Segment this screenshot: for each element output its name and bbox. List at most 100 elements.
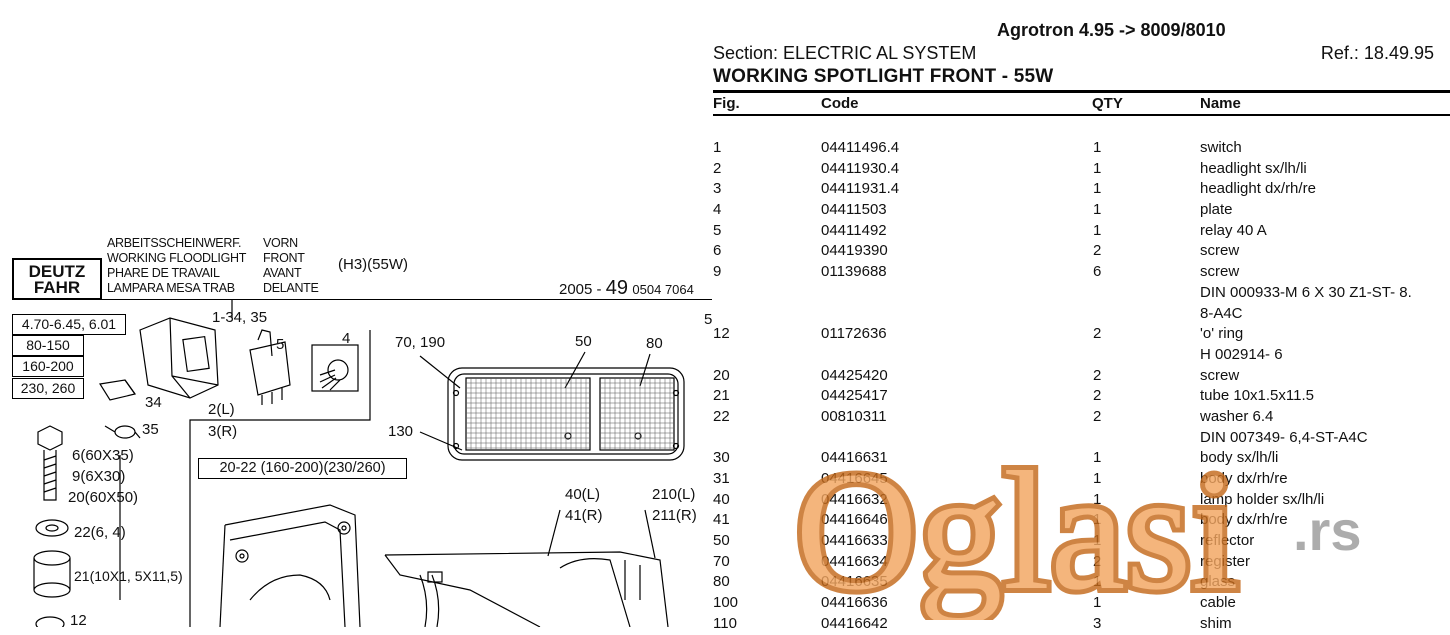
name-de: ARBEITSSCHEINWERF.	[107, 236, 242, 250]
code-cell: 04411931.4	[821, 180, 900, 198]
fig-cell: 80	[713, 573, 730, 591]
name-cell: headlight dx/rh/re	[1200, 180, 1316, 198]
qty-cell: 1	[1093, 532, 1102, 550]
name-en: WORKING FLOODLIGHT	[107, 251, 247, 265]
fig-cell: 21	[713, 387, 730, 405]
part-title: WORKING SPOTLIGHT FRONT - 55W	[713, 66, 1054, 87]
section-label: Section: ELECTRIC AL SYSTEM	[713, 43, 977, 63]
drawing-number: 2005 - 49 0504 7064	[559, 277, 694, 299]
qty-cell: 2	[1093, 552, 1102, 570]
code-cell: 04416634	[821, 552, 888, 570]
range-box: 20-22 (160-200)(230/260)	[198, 458, 407, 479]
callout-9: 9(6X30)	[72, 468, 126, 485]
callout-2: 2(L)	[208, 401, 235, 418]
callout-211: 211(R)	[652, 507, 697, 524]
name-cell: glass	[1200, 573, 1236, 591]
table-row: DIN 007349- 6,4-ST-A4C	[713, 428, 1450, 449]
name-cell: tube 10x1.5x11.5	[1200, 387, 1314, 405]
callout-12: 12	[70, 612, 87, 629]
name-cell: washer 6.4	[1200, 407, 1274, 425]
qty-cell: 2	[1093, 366, 1102, 384]
callout-35: 35	[142, 421, 159, 438]
name-cell: lamp holder sx/lh/li	[1200, 490, 1325, 508]
callout-20: 20(60X50)	[68, 489, 139, 506]
code-cell: 04425420	[821, 366, 888, 384]
name-cell: switch	[1200, 139, 1242, 156]
name-cell: 'o' ring	[1200, 325, 1244, 343]
code-cell: 04416645	[821, 470, 888, 487]
name-cell: screw	[1200, 263, 1240, 281]
code-cell: 04416632	[821, 490, 888, 508]
pos-es: DELANTE	[263, 281, 319, 295]
callout-50: 50	[575, 333, 592, 350]
model-title: Agrotron 4.95 -> 8009/8010	[997, 20, 1226, 40]
qty-cell: 1	[1093, 470, 1102, 487]
qty-cell: 1	[1093, 159, 1102, 177]
col-fig-header: Fig.	[713, 95, 740, 112]
name-cell: plate	[1200, 201, 1233, 219]
name-cell: body dx/rh/re	[1200, 470, 1288, 487]
callout-4: 4	[342, 330, 351, 347]
code-cell: 04411930.4	[821, 159, 900, 177]
name-cell: DIN 000933-M 6 X 30 Z1-ST- 8.	[1200, 283, 1412, 301]
fig-cell: 3	[713, 180, 722, 198]
fig-cell: 1	[713, 139, 722, 156]
qty-cell: 3	[1093, 614, 1102, 632]
name-cell: DIN 007349- 6,4-ST-A4C	[1200, 428, 1368, 446]
qty-cell: 1	[1093, 449, 1102, 467]
table-row: 70 04416634 2 register	[713, 552, 1450, 573]
code-cell: 04411503	[821, 201, 887, 219]
drawing-lineart	[33, 300, 685, 627]
qty-cell: 1	[1093, 573, 1102, 591]
name-cell: relay 40 A	[1200, 221, 1267, 239]
fig-cell: 40	[713, 490, 730, 508]
code-cell: 01172636	[821, 325, 887, 343]
callout-40: 40(L)	[565, 486, 601, 503]
exploded-drawing: DEUTZ FAHR ARBEITSSCHEINWERF. WORKING FL…	[0, 0, 720, 629]
code-cell: 04416646	[821, 511, 888, 529]
name-fr: PHARE DE TRAVAIL	[107, 266, 220, 280]
name-cell: 8-A4C	[1200, 304, 1243, 322]
fig-cell: 22	[713, 407, 730, 425]
name-cell: register	[1200, 552, 1251, 570]
header-rule	[713, 90, 1450, 93]
col-qty-header: QTY	[1092, 95, 1123, 112]
fig-cell: 100	[713, 594, 739, 612]
callout-41: 41(R)	[565, 507, 603, 524]
drawing-no-mid: 49	[605, 277, 628, 299]
table-row: 21 04425417 2 tube 10x1.5x11.5	[713, 386, 1450, 407]
callout-130: 130	[388, 423, 414, 440]
qty-cell: 1	[1093, 594, 1102, 612]
table-row: DIN 000933-M 6 X 30 Z1-ST- 8.	[713, 283, 1450, 304]
col-name-header: Name	[1200, 95, 1241, 112]
qty-cell: 1	[1093, 201, 1102, 219]
name-cell: cable	[1200, 594, 1236, 612]
code-cell: 04425417	[821, 387, 888, 405]
qty-cell: 2	[1093, 407, 1102, 425]
callout-210: 210(L)	[652, 486, 696, 503]
pos-fr: AVANT	[263, 266, 302, 280]
fig-cell: 70	[713, 552, 730, 570]
qty-cell: 2	[1093, 387, 1102, 405]
pos-en: FRONT	[263, 251, 305, 265]
callout-34: 34	[145, 394, 162, 411]
column-header-rule	[713, 114, 1450, 116]
fig-cell: 20	[713, 366, 730, 384]
logo-line1: DEUTZ	[28, 262, 86, 281]
drawing-header-rule	[12, 299, 712, 300]
qty-cell: 1	[1093, 511, 1102, 529]
pos-de: VORN	[263, 236, 298, 250]
